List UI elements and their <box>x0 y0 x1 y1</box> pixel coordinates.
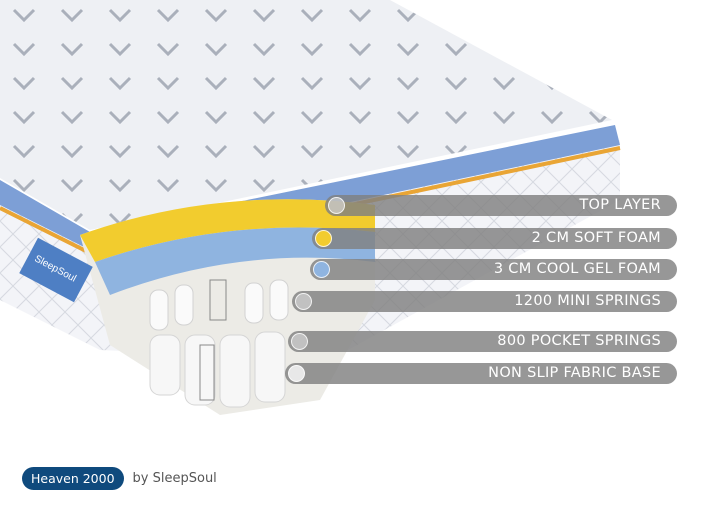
label-fabric-base: NON SLIP FABRIC BASE <box>285 363 677 384</box>
mattress-top <box>0 0 612 230</box>
marker-dot <box>291 333 308 350</box>
label-text: 3 CM COOL GEL FOAM <box>493 261 661 277</box>
label-text: 800 POCKET SPRINGS <box>497 333 661 349</box>
label-text: TOP LAYER <box>579 197 661 213</box>
soft-foam-layer <box>80 199 375 262</box>
marker-dot <box>288 365 305 382</box>
gel-foam-layer <box>95 227 375 295</box>
label-text: 2 CM SOFT FOAM <box>531 230 661 246</box>
pocket-springs <box>149 331 286 408</box>
marker-dot <box>295 293 312 310</box>
label-pocket-springs: 800 POCKET SPRINGS <box>288 331 677 352</box>
label-text: 1200 MINI SPRINGS <box>514 293 661 309</box>
marker-dot <box>313 261 330 278</box>
label-gel-foam: 3 CM COOL GEL FOAM <box>310 259 677 280</box>
marker-dot <box>328 197 345 214</box>
product-badge: Heaven 2000 <box>22 467 124 490</box>
label-text: NON SLIP FABRIC BASE <box>488 365 661 381</box>
label-mini-springs: 1200 MINI SPRINGS <box>292 291 677 312</box>
marker-dot <box>315 230 332 247</box>
label-soft-foam: 2 CM SOFT FOAM <box>312 228 677 249</box>
label-top-layer: TOP LAYER <box>325 195 677 216</box>
side-logo <box>19 237 93 303</box>
mini-springs <box>149 279 289 331</box>
brand-byline: by SleepSoul <box>132 471 217 486</box>
brand-footer: Heaven 2000 by SleepSoul <box>22 467 217 490</box>
